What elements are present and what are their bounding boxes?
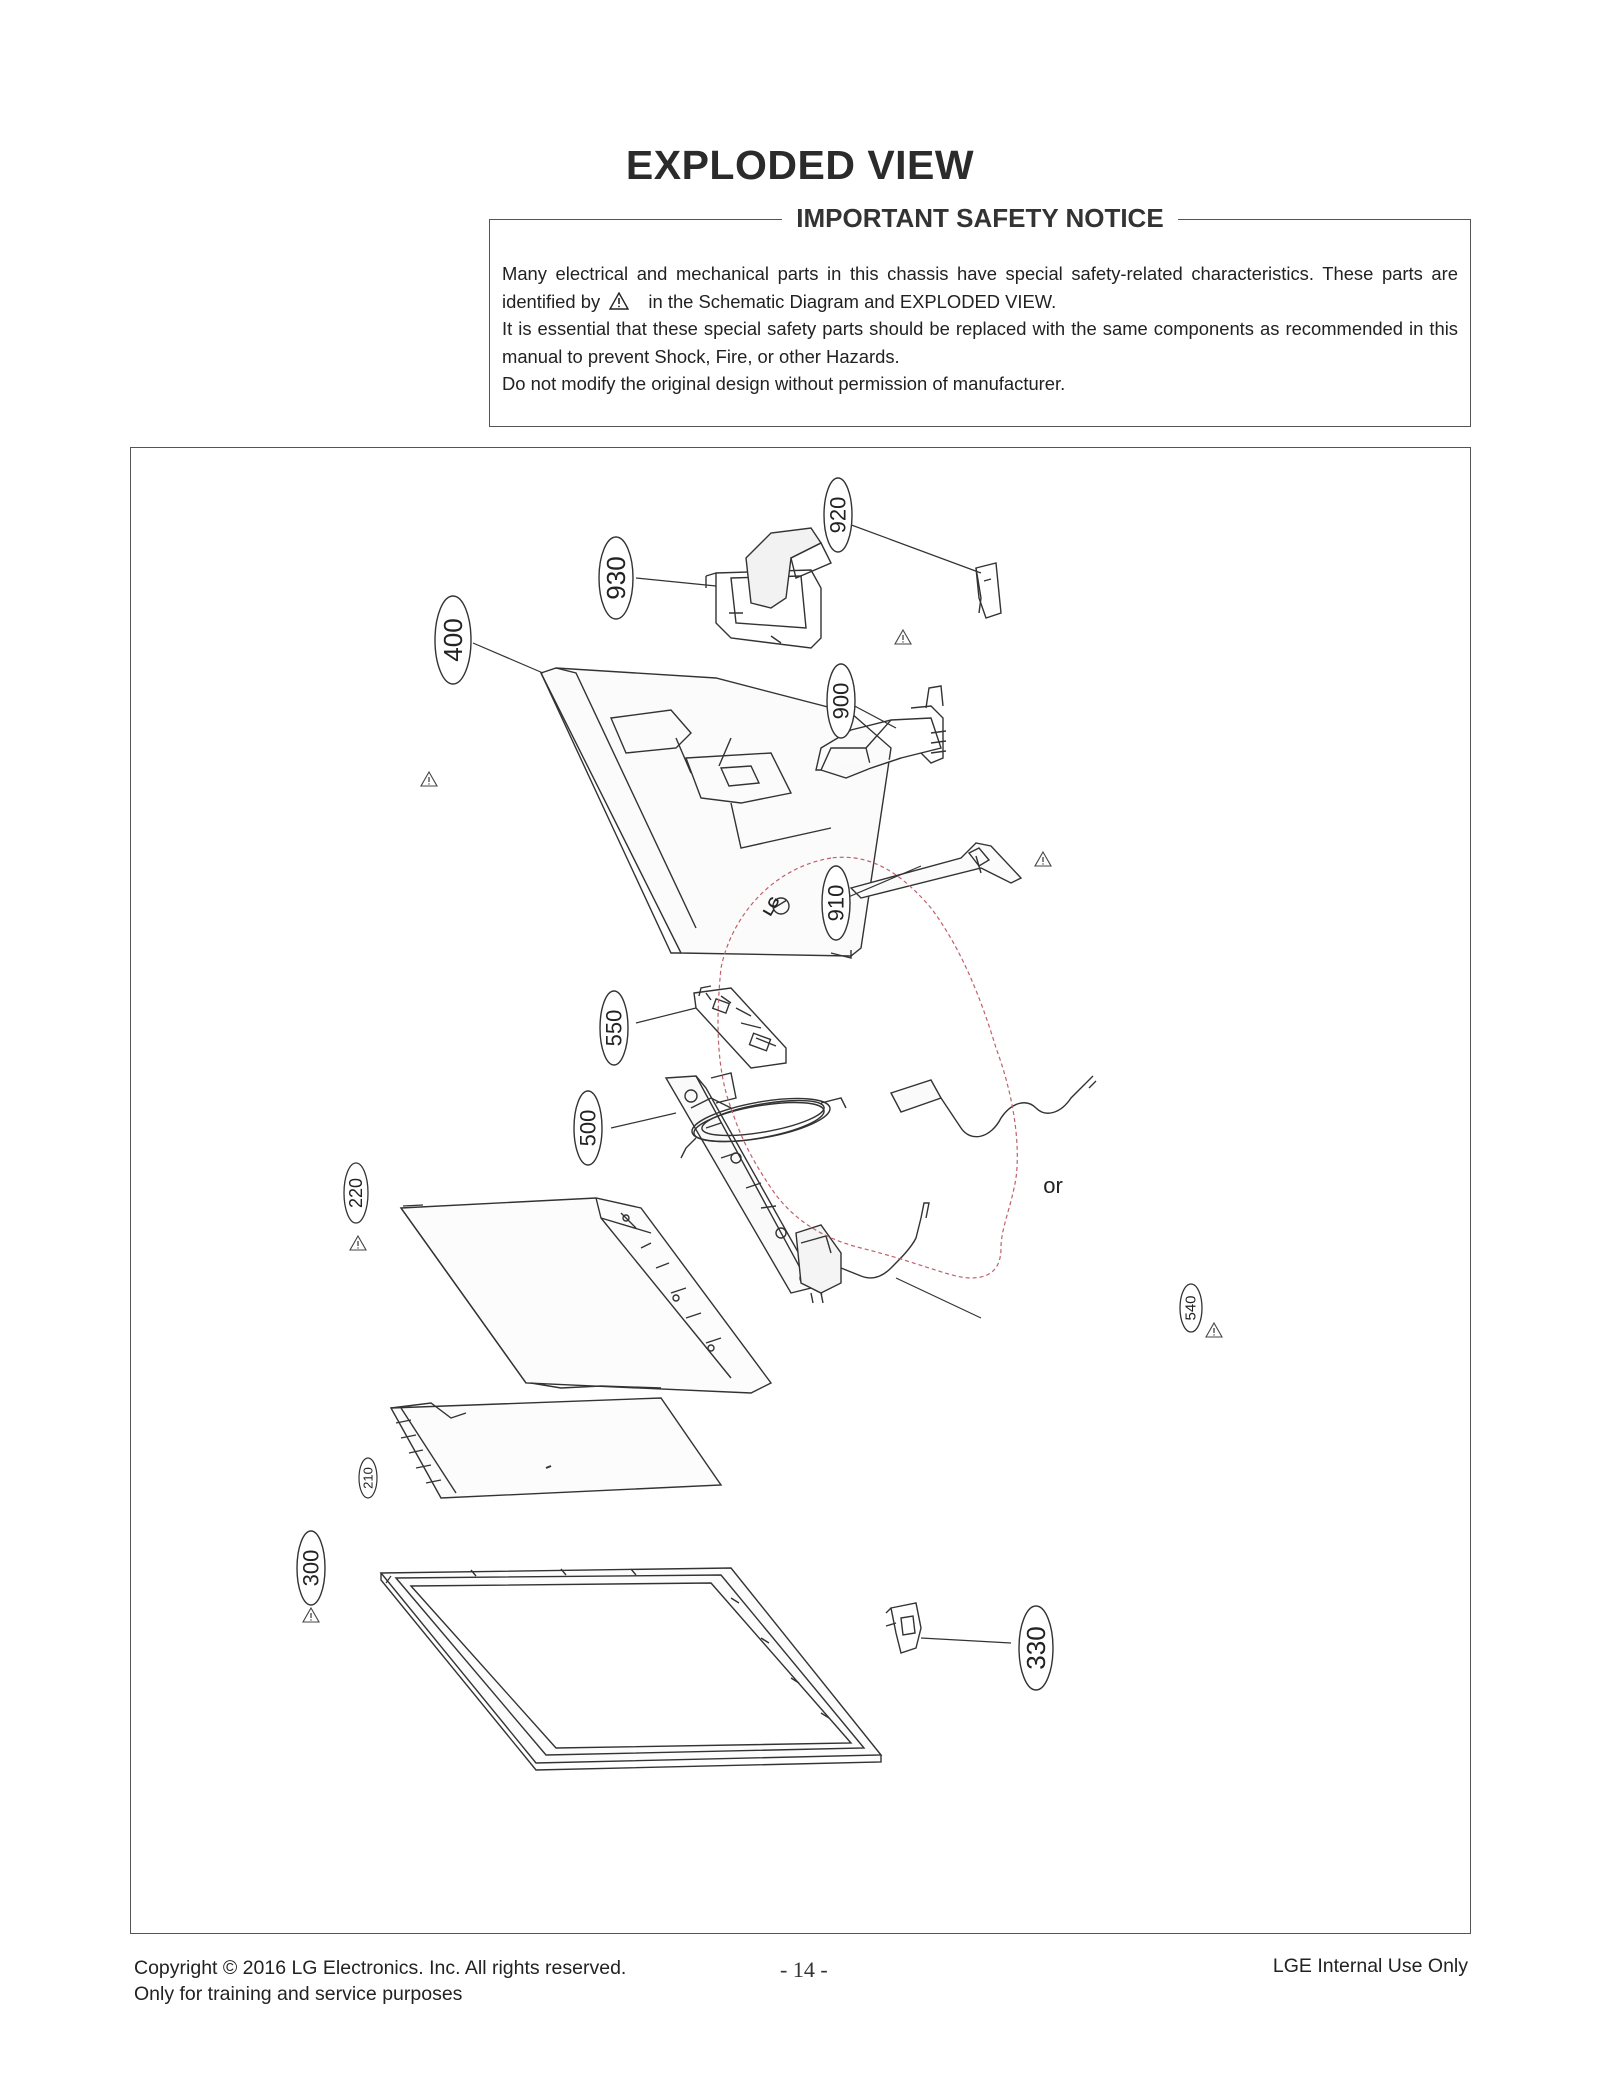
part-550-main-board bbox=[693, 985, 787, 1069]
part-label-920-text: 920 bbox=[826, 497, 851, 534]
part-920-cover bbox=[975, 562, 1002, 619]
part-label-550: 550 bbox=[599, 990, 629, 1066]
footer-copyright: Copyright © 2016 LG Electronics. Inc. Al… bbox=[134, 1957, 627, 1979]
notice-line-3: Do not modify the original design withou… bbox=[502, 373, 1066, 394]
part-label-920: 920 bbox=[823, 477, 853, 553]
safety-notice-body: Many electrical and mechanical parts in … bbox=[502, 260, 1458, 398]
part-label-300-text: 300 bbox=[299, 1550, 324, 1587]
part-label-910-text: 910 bbox=[824, 885, 849, 922]
part-label-220-text: 220 bbox=[346, 1178, 366, 1208]
part-330-control-button bbox=[885, 1602, 922, 1654]
warning-triangle-icon bbox=[349, 1235, 367, 1251]
part-label-500-text: 500 bbox=[576, 1110, 601, 1147]
part-400-back-cover bbox=[540, 667, 892, 959]
part-910-stand-base bbox=[849, 842, 1023, 899]
part-label-400: 400 bbox=[434, 595, 472, 685]
exploded-view-drawing: 930 920 400 900 910 550 500 220 bbox=[296, 477, 1223, 1771]
part-210-backlight bbox=[389, 1397, 723, 1499]
part-label-330-text: 330 bbox=[1021, 1626, 1051, 1669]
page-title: EXPLODED VIEW bbox=[625, 142, 975, 188]
part-label-540-text: 540 bbox=[1183, 1295, 1200, 1320]
footer-internal-use: LGE Internal Use Only bbox=[1272, 1955, 1468, 1977]
part-540-power-adapter bbox=[680, 1075, 1097, 1304]
part-label-930: 930 bbox=[598, 536, 634, 620]
notice-line-2: It is essential that these special safet… bbox=[502, 318, 1458, 367]
part-label-500: 500 bbox=[573, 1090, 603, 1166]
part-label-900-text: 900 bbox=[829, 683, 854, 720]
part-label-910: 910 bbox=[821, 865, 851, 941]
or-text: or bbox=[1043, 1173, 1063, 1198]
exploded-view-diagram: 930 920 400 900 910 550 500 220 bbox=[130, 447, 1471, 1934]
leader-lines bbox=[385, 522, 1012, 1644]
part-220-panel-frame bbox=[399, 1197, 773, 1394]
part-label-210: 210 bbox=[358, 1457, 378, 1499]
part-540-dashed-outline bbox=[717, 856, 1018, 1279]
warning-triangle-icon bbox=[609, 291, 630, 310]
warning-triangle-icon bbox=[894, 629, 912, 645]
part-label-210-text: 210 bbox=[361, 1467, 376, 1489]
footer-left: Copyright © 2016 LG Electronics. Inc. Al… bbox=[134, 1955, 626, 2007]
part-300-front-bezel bbox=[379, 1567, 883, 1771]
safety-notice-box: IMPORTANT SAFETY NOTICE Many electrical … bbox=[489, 203, 1471, 427]
part-label-930-text: 930 bbox=[601, 556, 631, 599]
warning-triangle-icon bbox=[302, 1607, 320, 1623]
warning-triangle-icon bbox=[1034, 851, 1052, 867]
notice-line-1: Many electrical and mechanical parts in … bbox=[502, 263, 1458, 312]
part-label-550-text: 550 bbox=[602, 1010, 627, 1047]
warning-triangle-icon bbox=[1205, 1322, 1223, 1338]
warning-triangle-icon bbox=[420, 771, 438, 787]
part-900-stand-neck bbox=[815, 685, 947, 779]
safety-notice-title: IMPORTANT SAFETY NOTICE bbox=[490, 203, 1470, 234]
part-label-540: 540 bbox=[1179, 1283, 1203, 1333]
footer-purpose: Only for training and service purposes bbox=[134, 1983, 463, 2005]
part-label-900: 900 bbox=[826, 663, 856, 739]
page-number: - 14 - bbox=[780, 1957, 828, 1982]
part-label-330: 330 bbox=[1018, 1605, 1054, 1691]
part-label-300: 300 bbox=[296, 1530, 326, 1606]
part-930-hinge-bracket bbox=[705, 527, 832, 649]
part-500-frame-bracket bbox=[664, 1072, 823, 1295]
part-label-220: 220 bbox=[343, 1162, 369, 1224]
part-label-400-text: 400 bbox=[438, 618, 468, 661]
